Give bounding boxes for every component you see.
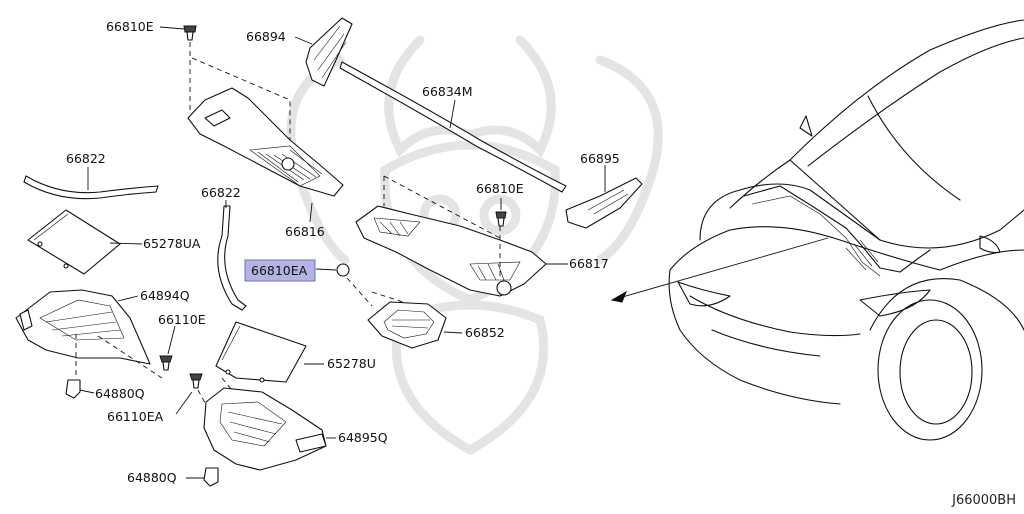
part-66817-cowl-top-right bbox=[355, 205, 547, 297]
part-66822-strip-left bbox=[23, 175, 159, 200]
label-66817: 66817 bbox=[569, 256, 609, 271]
car-outline bbox=[668, 19, 1024, 441]
label-66110E: 66110E bbox=[158, 312, 206, 327]
label-66110EA: 66110EA bbox=[107, 409, 164, 424]
part-66110EA-clip bbox=[189, 373, 203, 389]
label-66894: 66894 bbox=[246, 29, 286, 44]
part-66834M-weatherstrip bbox=[339, 61, 567, 193]
label-66852: 66852 bbox=[465, 325, 505, 340]
label-66895: 66895 bbox=[580, 151, 620, 166]
label-64895Q: 64895Q bbox=[338, 430, 388, 445]
part-65278U-filter bbox=[215, 321, 307, 383]
part-66822-strip-mid bbox=[217, 205, 247, 311]
part-66110E-clip bbox=[159, 355, 173, 371]
diagram-reference-code: J66000BH bbox=[951, 493, 1016, 508]
part-66894-seal bbox=[305, 17, 353, 87]
part-64895Q-cowl-lower-right bbox=[203, 387, 327, 471]
part-labels: 66810E 66894 66834M 66822 66895 66810E 6… bbox=[66, 19, 620, 485]
label-64894Q: 64894Q bbox=[140, 288, 190, 303]
label-64880Q-upper: 64880Q bbox=[95, 386, 145, 401]
label-66822-mid: 66822 bbox=[201, 185, 241, 200]
part-64880Q-bracket-lower bbox=[203, 467, 219, 487]
part-66810EA-grommet bbox=[336, 263, 350, 277]
watermark-emblem bbox=[286, 35, 663, 456]
label-66834M: 66834M bbox=[422, 84, 473, 99]
part-65278UA-filter bbox=[27, 209, 121, 275]
label-65278U: 65278U bbox=[327, 356, 376, 371]
part-66816-cowl-top-left bbox=[187, 87, 344, 197]
label-66810EA: 66810EA bbox=[251, 263, 308, 278]
part-66810E-clip-top bbox=[183, 25, 197, 41]
part-64894Q-cowl-lower-left bbox=[15, 289, 151, 365]
label-66822-left: 66822 bbox=[66, 151, 106, 166]
part-64880Q-bracket-upper bbox=[65, 379, 81, 399]
label-66816: 66816 bbox=[285, 224, 325, 239]
location-arrow bbox=[610, 237, 829, 303]
label-65278UA: 65278UA bbox=[143, 236, 201, 251]
part-66895-seal bbox=[565, 177, 643, 229]
highlight-66810EA bbox=[244, 259, 316, 282]
label-64880Q-lower: 64880Q bbox=[127, 470, 177, 485]
part-66852-gasket bbox=[367, 301, 447, 349]
part-66810E-clip-mid bbox=[495, 211, 507, 227]
label-66810E-top: 66810E bbox=[106, 19, 154, 34]
label-66810E-mid: 66810E bbox=[476, 181, 524, 196]
